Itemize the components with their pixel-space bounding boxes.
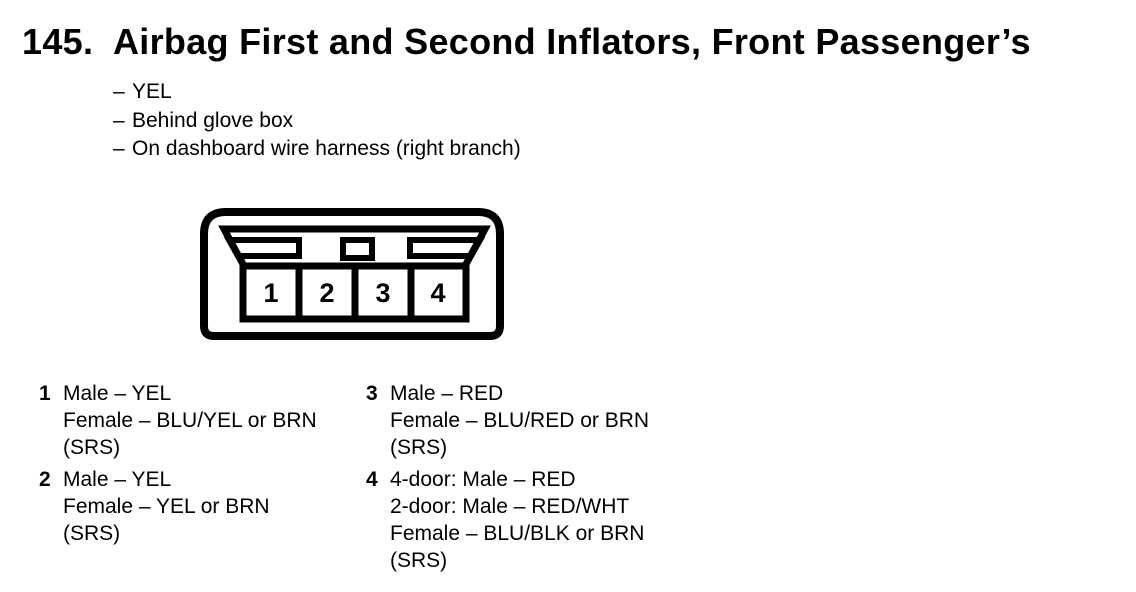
pin-wire-info: Male – YEL Female – BLU/YEL or BRN (SRS) xyxy=(63,380,317,461)
item-number: 145. xyxy=(22,21,94,62)
item-title: Airbag First and Second Inflators, Front… xyxy=(113,21,1031,62)
pin-legend-column-left: 1 Male – YEL Female – BLU/YEL or BRN (SR… xyxy=(39,380,317,552)
connector-diagram: 1 2 3 4 xyxy=(200,208,504,340)
wire-line: Male – RED xyxy=(390,382,504,405)
location-note: – On dashboard wire harness (right branc… xyxy=(113,135,521,164)
pin-number: 4 xyxy=(366,468,378,491)
note-dash: – xyxy=(113,108,125,132)
wire-line: (SRS) xyxy=(63,436,121,459)
pin-legend-item-3: 3 Male – RED Female – BLU/RED or BRN (SR… xyxy=(366,380,649,461)
pin-legend-item-2: 2 Male – YEL Female – YEL or BRN (SRS) xyxy=(39,466,317,547)
pin-cell-3-label: 3 xyxy=(375,278,390,308)
wire-line: Female – BLU/BLK or BRN xyxy=(390,522,645,545)
wire-line: (SRS) xyxy=(63,522,121,545)
note-dash: – xyxy=(113,137,125,160)
pin-cell-4-label: 4 xyxy=(430,278,445,308)
connector-outline-group xyxy=(200,208,504,340)
wire-line: Female – YEL or BRN xyxy=(63,495,270,518)
note-text: On dashboard wire harness (right branch) xyxy=(132,137,521,160)
pin-number: 1 xyxy=(39,382,51,405)
wire-line: Female – BLU/RED or BRN xyxy=(390,409,650,432)
pin-wire-info: 4-door: Male – RED 2-door: Male – RED/WH… xyxy=(390,466,644,574)
pin-number: 2 xyxy=(39,468,51,491)
location-note: – YEL xyxy=(113,78,521,107)
page-title: 145. Airbag First and Second Inflators, … xyxy=(22,21,1031,62)
pin-legend-item-4: 4 4-door: Male – RED 2-door: Male – RED/… xyxy=(366,466,649,574)
connector-slot-right xyxy=(407,237,486,259)
wire-line: 4-door: Male – RED xyxy=(390,468,576,491)
pin-cell-1-label: 1 xyxy=(263,278,278,308)
wire-line: (SRS) xyxy=(390,436,448,459)
connector-latch-square xyxy=(340,237,375,261)
pin-wire-info: Male – YEL Female – YEL or BRN (SRS) xyxy=(63,466,270,547)
pin-wire-info: Male – RED Female – BLU/RED or BRN (SRS) xyxy=(390,380,649,461)
wire-line: Male – YEL xyxy=(63,382,172,405)
pin-number: 3 xyxy=(366,382,378,405)
wire-line: (SRS) xyxy=(390,549,448,572)
note-dash: – xyxy=(113,80,125,103)
pin-legend-item-1: 1 Male – YEL Female – BLU/YEL or BRN (SR… xyxy=(39,380,317,461)
location-notes: – YEL – Behind glove box – On dashboard … xyxy=(113,78,521,164)
note-text: Behind glove box xyxy=(132,108,294,132)
connector-slot-left xyxy=(223,237,302,259)
note-text: YEL xyxy=(132,80,172,103)
wire-line: Male – YEL xyxy=(63,468,172,491)
connector-housing xyxy=(200,208,504,340)
location-note: – Behind glove box xyxy=(113,107,521,136)
wire-line: 2-door: Male – RED/WHT xyxy=(390,495,630,518)
pin-legend-column-right: 3 Male – RED Female – BLU/RED or BRN (SR… xyxy=(366,380,649,579)
pin-number-labels: 1 2 3 4 xyxy=(263,278,445,308)
wire-line: Female – BLU/YEL or BRN xyxy=(63,409,317,432)
pin-cell-2-label: 2 xyxy=(319,278,334,308)
